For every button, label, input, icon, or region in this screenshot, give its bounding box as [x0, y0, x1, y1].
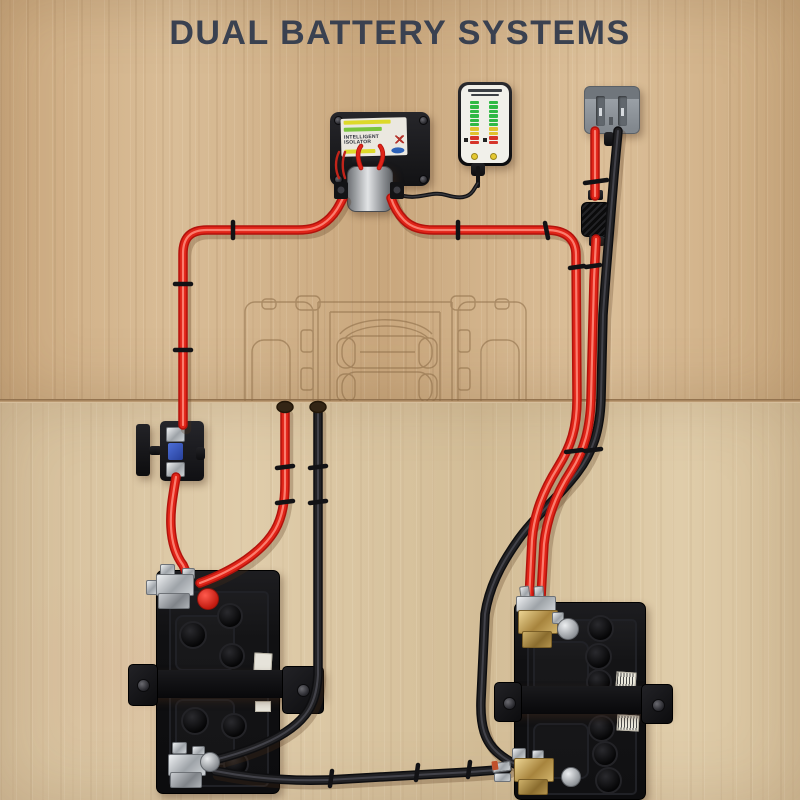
strap-end-plate	[494, 682, 522, 722]
plate-screw	[419, 175, 428, 184]
led-segment	[470, 140, 479, 144]
battery-strap	[497, 686, 669, 714]
led-column	[488, 100, 499, 145]
led-segment	[470, 122, 479, 127]
plywood-panel-top	[0, 0, 800, 402]
led-segment	[489, 127, 498, 131]
battery-cell-cap	[221, 713, 247, 739]
led-segment	[470, 131, 479, 136]
led-segment	[489, 136, 498, 140]
monitor-indicator-dot	[490, 153, 497, 160]
connector-contact	[599, 108, 602, 116]
cable-pass-through-holes	[276, 400, 327, 414]
breaker-lever	[196, 447, 205, 460]
monitor-indicator-dot	[471, 153, 478, 160]
battery-cell-cap	[588, 715, 615, 742]
spare-terminal-stud	[557, 618, 579, 640]
monitor-face	[461, 85, 509, 163]
battery-cell-cap	[181, 707, 209, 735]
cable-clips	[172, 177, 610, 789]
led-segment	[489, 140, 498, 144]
connector-contact	[621, 108, 624, 116]
battery-cell-cap	[592, 741, 618, 767]
led-segment	[470, 105, 479, 109]
strap-screw	[503, 697, 516, 710]
strap-end-plate	[641, 684, 673, 724]
clamp-round-bolt	[200, 752, 220, 772]
clamp-jaw	[158, 593, 190, 609]
cable-lug	[494, 773, 511, 782]
lug-heatshrink	[491, 760, 499, 771]
battery-cell-cap	[217, 603, 243, 629]
monitor-lead-cable	[395, 166, 480, 200]
anderson-style-power-connector	[584, 86, 640, 134]
monitor-header-text	[471, 93, 499, 96]
led-segment	[470, 109, 479, 114]
right-battery-negative-clamp	[491, 746, 556, 796]
left-battery-negative-clamp	[158, 740, 224, 792]
clamp-jaw	[170, 772, 202, 788]
led-segment	[470, 127, 479, 131]
breaker-terminal-stud	[166, 427, 185, 442]
led-segment	[489, 101, 498, 105]
breaker-bracket-arm	[149, 446, 162, 455]
plywood-panel-bottom	[0, 402, 800, 800]
battery-cell-cap	[219, 643, 245, 669]
clamp-jaw	[522, 631, 552, 648]
battery-cell-cap	[587, 615, 614, 642]
battery-sticker	[255, 701, 271, 712]
breaker-fuse-link	[168, 443, 183, 460]
solenoid-terminal-posts	[334, 182, 404, 199]
led-segment	[470, 101, 479, 105]
clamp-jaw	[518, 779, 548, 795]
clamp-body	[514, 758, 554, 782]
panel-seam	[0, 399, 800, 403]
connector-keyway	[609, 117, 613, 125]
led-segment	[470, 136, 479, 140]
connector-mount-tab	[604, 132, 614, 146]
clamp-bolt	[172, 742, 187, 754]
monitor-marker	[464, 138, 468, 142]
solenoid-jumper-wires	[334, 146, 383, 180]
battery-cell-cap	[179, 621, 207, 649]
breaker-mount-bracket	[136, 424, 150, 476]
red-terminal-cover	[197, 588, 219, 610]
led-segment	[489, 105, 498, 109]
led-segment	[470, 118, 479, 122]
left-battery-positive-clamp	[146, 562, 212, 614]
led-column	[469, 100, 480, 145]
strap-screw	[137, 679, 150, 692]
board-title: DUAL BATTERY SYSTEMS	[169, 14, 631, 52]
plate-screw	[419, 116, 428, 125]
led-segment	[489, 131, 498, 136]
led-segment	[489, 114, 498, 118]
spare-terminal-stud	[561, 767, 581, 787]
positive-power-cables	[171, 131, 596, 599]
battery-cell-cap	[595, 767, 622, 794]
led-segment	[489, 118, 498, 122]
led-segment	[489, 122, 498, 127]
led-segment	[489, 109, 498, 114]
strap-end-plate	[128, 664, 158, 706]
right-battery-positive-clamp	[512, 585, 570, 652]
strap-screw	[652, 699, 665, 712]
battery-level-monitor	[458, 82, 512, 166]
monitor-header-text	[468, 89, 502, 92]
strap-screw	[297, 684, 310, 697]
led-segment	[470, 114, 479, 118]
monitor-marker	[483, 138, 487, 142]
